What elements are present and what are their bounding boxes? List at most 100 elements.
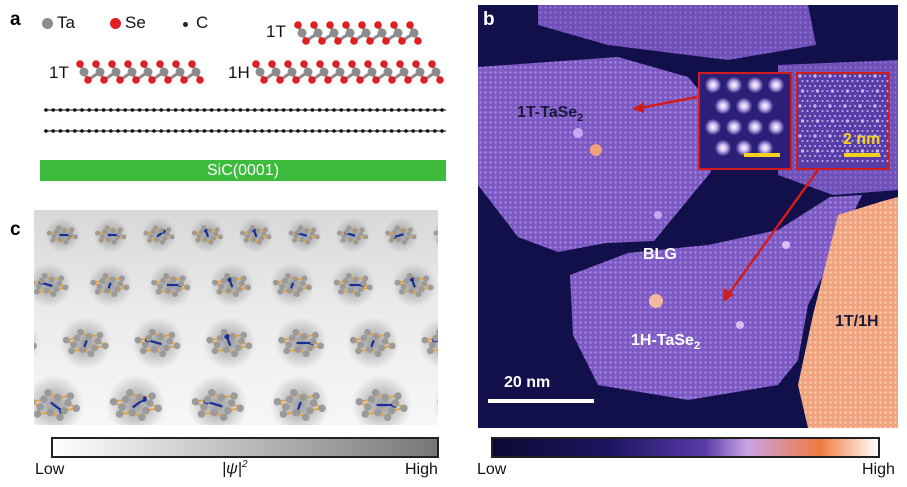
cdw-spot	[814, 145, 816, 147]
lattice-atom	[305, 239, 311, 245]
lattice-atom	[240, 230, 246, 236]
cdw-spot	[881, 100, 884, 102]
cdw-spot	[819, 95, 821, 97]
cdw-spot	[821, 100, 824, 102]
lattice-atom	[160, 239, 166, 245]
lattice-atom	[208, 388, 216, 397]
carbon-atom	[397, 108, 401, 112]
cdw-spot	[824, 125, 826, 127]
atom-bright-spot	[757, 140, 773, 156]
carbon-atom	[44, 108, 48, 112]
carbon-atom	[325, 129, 329, 133]
carbon-atom	[397, 129, 401, 133]
lattice-atom	[421, 336, 429, 344]
lattice-atom	[117, 227, 123, 233]
lattice-atom	[217, 334, 224, 342]
se-atom	[382, 37, 390, 45]
lattice-atom	[404, 235, 410, 241]
cdw-spot	[829, 145, 831, 147]
atom-bright-spot	[705, 119, 721, 135]
se-atom	[284, 60, 292, 68]
carbon-atom	[404, 108, 408, 112]
cdw-spot	[869, 75, 871, 77]
cdw-spot	[841, 140, 844, 142]
se-atom	[340, 76, 348, 84]
cdw-spot	[828, 104, 832, 108]
cdw-spot	[839, 145, 841, 147]
lattice-atom	[233, 291, 239, 298]
lattice-atom	[220, 413, 228, 422]
lattice-atom	[352, 228, 358, 233]
cdw-spot	[821, 110, 824, 112]
cdw-spot	[800, 89, 805, 93]
lattice-atom	[360, 334, 368, 342]
cdw-spot	[876, 80, 879, 82]
psi-colorbar-low: Low	[35, 461, 65, 478]
carbon-atom	[51, 129, 55, 133]
lattice-atom	[96, 331, 104, 339]
cdw-spot	[819, 85, 821, 87]
cdw-spot	[854, 135, 856, 137]
cdw-spot	[811, 160, 814, 162]
lattice-atom	[163, 344, 170, 352]
se-atom	[404, 76, 412, 84]
carbon-atom	[58, 129, 63, 133]
lattice-atom	[53, 286, 60, 293]
lattice-atom	[256, 239, 262, 245]
lattice-atom	[66, 392, 75, 400]
cdw-spot	[804, 135, 806, 137]
se-atom	[316, 60, 324, 68]
cdw-spot	[884, 75, 886, 77]
lattice-atom	[34, 342, 37, 350]
carbon-atom	[281, 108, 286, 112]
se-atom	[140, 60, 148, 68]
se-atom	[326, 21, 334, 29]
cdw-spot	[809, 155, 811, 157]
cdw-spot	[861, 80, 864, 82]
carbon-atom	[73, 129, 77, 133]
cdw-spot	[801, 100, 804, 102]
lattice-atom	[406, 231, 412, 237]
lattice-atom	[62, 336, 70, 344]
cdw-spot	[815, 119, 820, 123]
cdw-spot	[804, 145, 806, 147]
cdw-spot	[799, 145, 801, 147]
lattice-atom	[346, 225, 352, 231]
carbon-atom	[425, 108, 430, 112]
label-1h-sub: 2	[693, 340, 700, 353]
carbon-atom	[245, 129, 250, 133]
cdw-spot	[831, 160, 834, 162]
ta-atom	[399, 67, 409, 77]
ta-atom	[377, 28, 387, 38]
cdw-spot	[859, 115, 861, 117]
carbon-atom	[418, 108, 423, 112]
lattice-atom	[238, 337, 245, 345]
cdw-spot	[886, 160, 889, 162]
se-atom	[358, 21, 366, 29]
lattice-atom	[432, 334, 438, 342]
lattice-atom	[58, 275, 65, 282]
cdw-spot	[851, 80, 854, 82]
carbon-atom	[109, 108, 113, 112]
cdw-spot	[839, 155, 841, 157]
cdw-spot	[841, 80, 844, 82]
lattice-atom	[160, 277, 167, 284]
lattice-atom	[218, 234, 224, 240]
se-atom	[196, 76, 204, 84]
cdw-spot	[866, 80, 869, 82]
cdw-spot	[800, 149, 805, 153]
cdw-spot	[831, 80, 834, 82]
lattice-atom	[374, 350, 382, 358]
carbon-atom	[267, 108, 272, 112]
cdw-spot	[814, 155, 816, 157]
carbon-atom	[425, 129, 430, 133]
carbon-atom	[260, 108, 264, 112]
lattice-atom	[272, 279, 279, 286]
cdw-spot	[875, 149, 880, 153]
carbon-atom	[375, 108, 380, 112]
cdw-spot	[874, 145, 876, 147]
carbon-atom	[109, 129, 113, 133]
cdw-spot	[856, 110, 859, 112]
lattice-atom	[175, 286, 182, 293]
cdw-spot	[856, 140, 859, 142]
